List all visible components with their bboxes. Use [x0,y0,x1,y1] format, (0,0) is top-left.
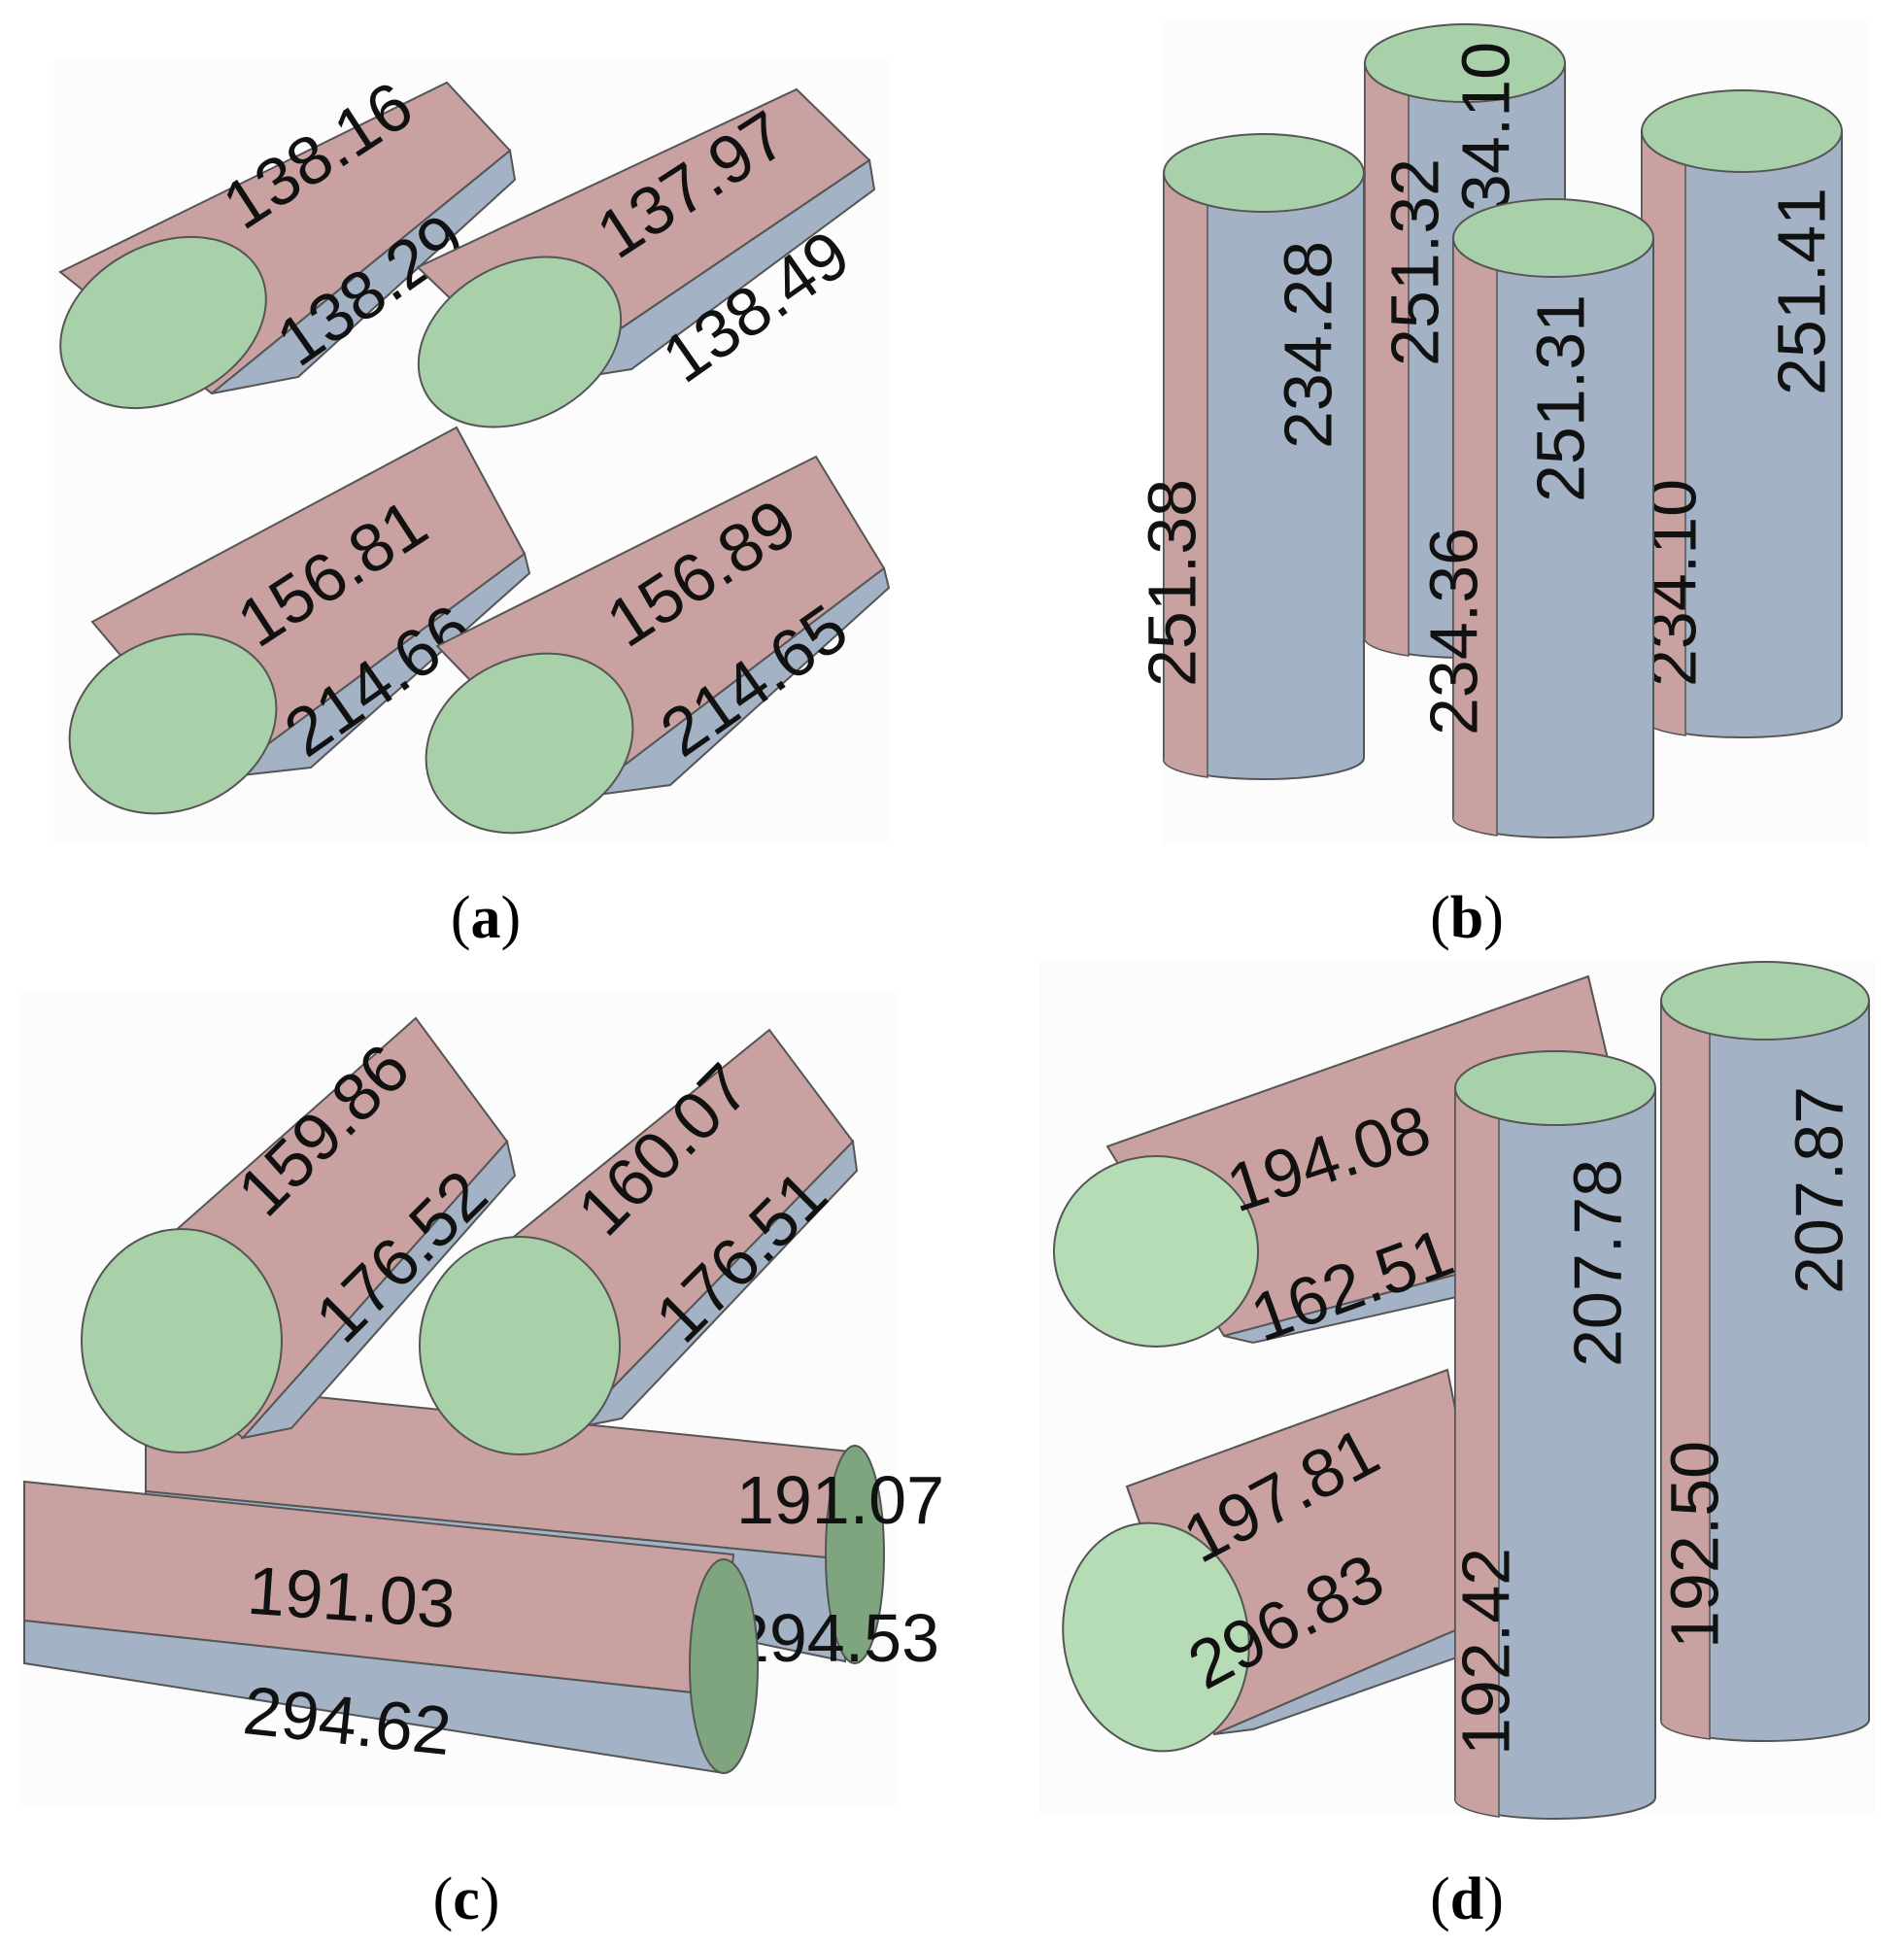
cylinder-d4-right-value: 207.87 [1781,1086,1856,1294]
cylinder-c3-end-cap [825,1445,885,1664]
cylinder-d2: 197.81 296.83 [1062,1368,1503,1753]
cylinder-b1: 251.38 234.28 [1134,133,1365,780]
cylinder-a4: 156.89 214.65 [425,455,891,835]
cylinder-b2-left-value: 251.32 [1377,158,1452,366]
cylinder-b4-right-value: 251.41 [1763,188,1839,395]
cylinder-d4-end-cap [1660,961,1870,1041]
panel-c-caption-letter: c [453,1866,480,1932]
cylinder-d4-left-value: 192.50 [1656,1441,1732,1649]
cylinder-c2-end-cap [419,1236,621,1455]
cylinder-d3-right-value: 207.78 [1559,1159,1635,1367]
cylinder-c1-blue-face [240,1139,517,1440]
cylinder-b3-end-cap [1452,198,1654,278]
cylinder-c4: 191.03 294.62 [23,1480,759,1775]
cylinder-d2-end-cap [1062,1521,1250,1753]
cylinder-b3: 234.36 251.31 [1415,198,1654,838]
panel-b: 251.32 234.10 234.10 251.41 251.38 234.2… [1134,19,1870,951]
cylinder-a4-end-cap [425,652,634,835]
cylinder-b2-end-cap [1364,23,1566,103]
cylinder-b4: 234.10 251.41 [1634,89,1843,738]
cylinder-d4-red-face [1660,999,1711,1740]
cylinder-a1-end-cap [59,235,267,410]
cylinder-c3-bottom-value: 294.53 [731,1600,939,1676]
panel-b-caption-letter: b [1450,885,1483,951]
panel-c: 191.07 294.53 159.86 176.52 160.07 176.5… [19,991,944,1932]
cylinder-b1-left-value: 251.38 [1134,479,1209,687]
cylinder-d1-end-cap [1053,1155,1259,1348]
cylinder-b1-end-cap [1163,133,1365,213]
cylinder-b3-red-face [1451,236,1498,837]
panel-a-caption-letter: a [471,885,501,951]
cylinder-b1-red-face [1162,171,1208,778]
cylinder-d4: 192.50 207.87 [1656,961,1870,1742]
cylinder-a3-end-cap [68,632,278,815]
cylinder-a3-blue-face [220,552,531,779]
cylinder-d3: 192.42 207.78 [1447,1050,1656,1820]
cylinder-b3-left-value: 234.36 [1415,528,1491,735]
cylinder-d3-left-value: 192.42 [1447,1548,1523,1756]
cylinder-b1-right-value: 234.28 [1270,241,1345,449]
panel-a: 138.16 138.29 137.97 138.49 156.81 214.6… [53,60,891,951]
cylinder-a2-end-cap [417,256,623,428]
cylinder-c1-end-cap [81,1228,283,1453]
panel-d-caption-letter: d [1450,1866,1483,1932]
cylinder-c2-blue-face [570,1139,859,1430]
cylinder-a1-blue-face [211,149,517,394]
panel-d-caption: (d) [1430,1866,1504,1932]
cylinder-a4-blue-face [579,566,891,799]
cylinder-d3-end-cap [1454,1050,1656,1126]
cylinder-b4-end-cap [1641,89,1843,173]
cylinder-c4-top-value: 191.03 [245,1553,458,1643]
panel-c-caption: (c) [433,1866,500,1932]
cylinder-c3-top-value: 191.07 [736,1462,944,1538]
panel-b-caption: (b) [1430,885,1504,951]
cylinder-b3-right-value: 251.31 [1522,294,1598,502]
cylinder-d3-red-face [1453,1086,1500,1818]
panel-a-caption: (a) [451,885,521,951]
panel-d: 194.08 162.51 197.81 296.83 192.50 207.8… [1039,961,1875,1932]
cylinder-c4-end-cap [689,1558,759,1774]
